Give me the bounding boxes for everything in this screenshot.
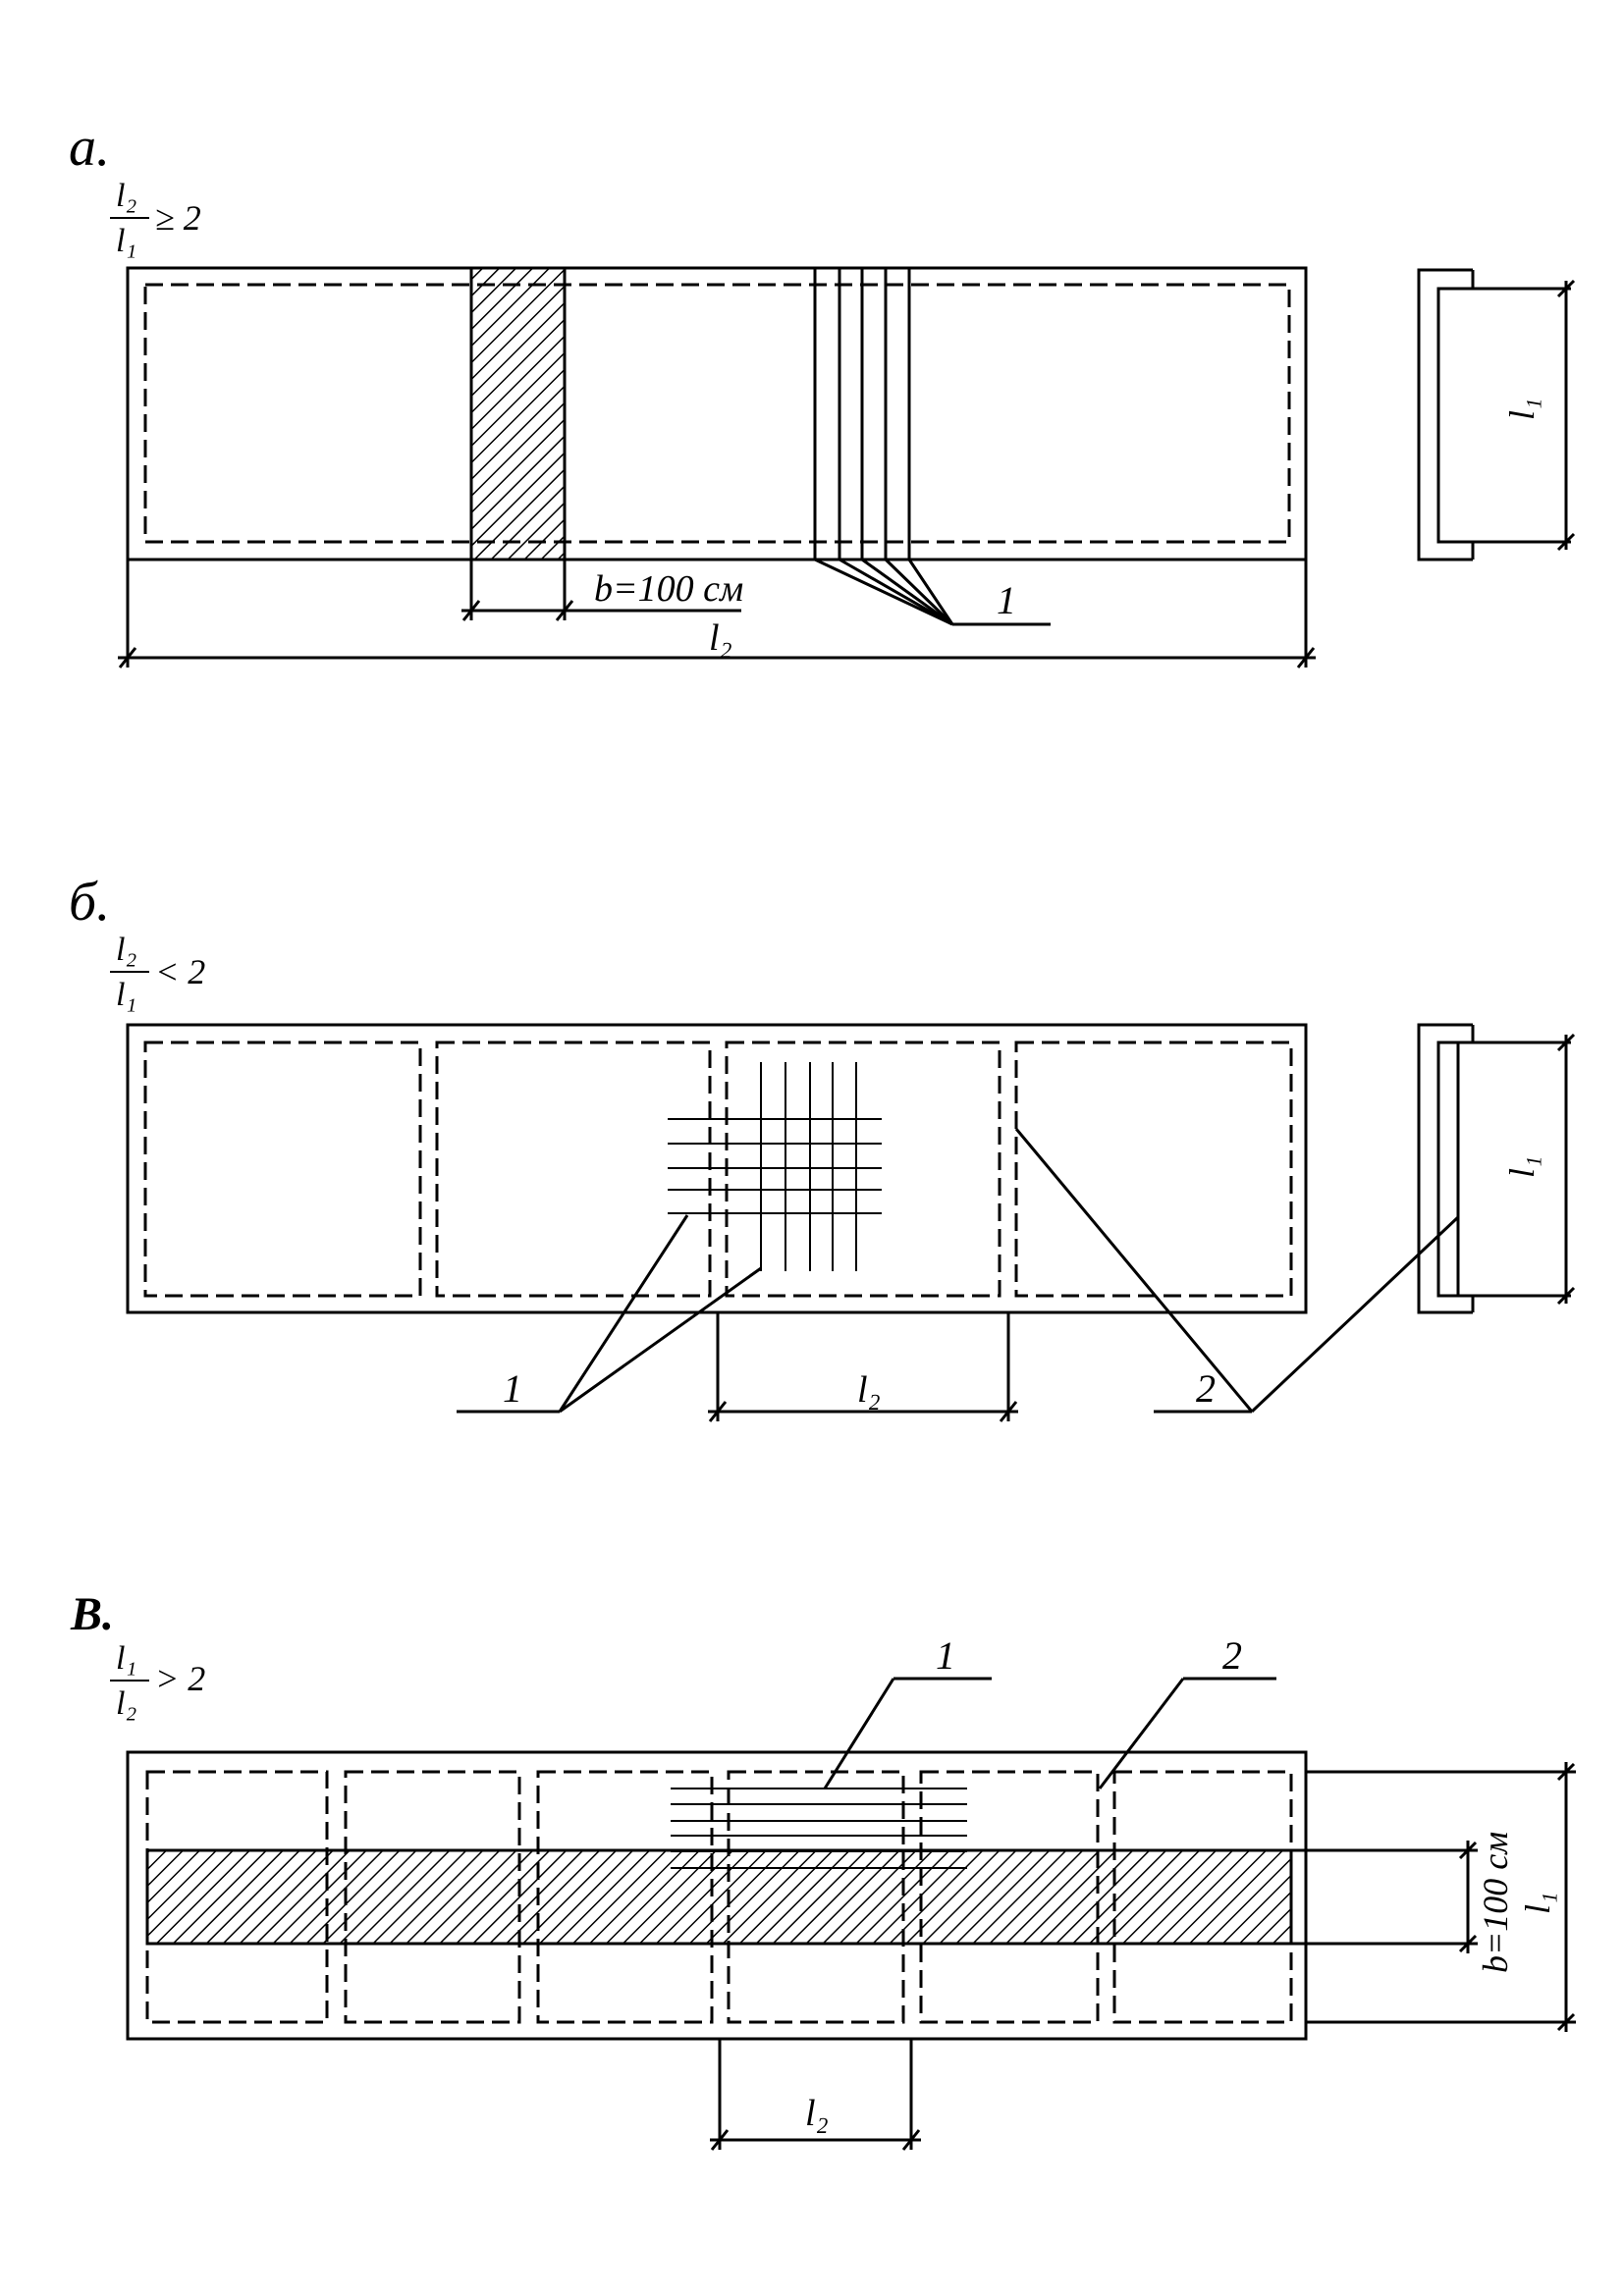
panel-b-callout-2-leaders xyxy=(1014,1128,1460,1414)
panel-c-section-dimension xyxy=(1306,1762,1576,2032)
panel-b-ratio-denominator: l₁ xyxy=(116,977,136,1013)
panel-a-design-strip xyxy=(469,266,567,561)
panel-a-ratio-relation: ≥ 2 xyxy=(155,198,201,238)
panel-b-section-label: l₁ xyxy=(1502,1155,1542,1178)
panel-b-section xyxy=(1417,1023,1576,1314)
panel-c-letter: В. xyxy=(70,1588,114,1640)
panel-a-letter: а. xyxy=(69,117,110,178)
panel-a-span-dimension xyxy=(118,560,1316,668)
panel-a-strip-width-dimension xyxy=(461,560,741,621)
panel-a-slab-outline xyxy=(126,266,1308,561)
panel-c-slab-panels xyxy=(145,1770,1293,2024)
panel-a-strip-width-label: b=100 см xyxy=(594,568,743,610)
panel-a: а. l₂ l₁ ≥ 2 1 xyxy=(69,117,1576,668)
panel-a-reinforcement-bars xyxy=(813,268,911,560)
panel-c-section-label: l₁ xyxy=(1518,1892,1557,1914)
panel-c-callout-2-leaders xyxy=(1098,1677,1276,1789)
panel-a-callout-1: 1 xyxy=(997,578,1016,622)
panel-b-reinforcement-mesh xyxy=(668,1062,882,1271)
panel-a-section-label: l₁ xyxy=(1502,398,1542,420)
panel-c-strip-width-label: b=100 см xyxy=(1476,1832,1515,1973)
panel-b-letter: б. xyxy=(69,872,110,933)
panel-b: б. l₂ l₁ < 2 1 xyxy=(69,872,1576,1422)
panel-c-span-label: l₂ xyxy=(805,2093,829,2134)
panel-c-ratio-denominator: l₂ xyxy=(116,1685,136,1722)
panel-b-ratio-relation: < 2 xyxy=(155,952,205,991)
panel-c-reinforcement-bars xyxy=(671,1788,967,1869)
panel-a-ratio-numerator: l₂ xyxy=(116,178,136,214)
panel-a-span-label: l₂ xyxy=(709,617,732,659)
panel-a-support-line xyxy=(143,283,1291,544)
panel-c-ratio-relation: > 2 xyxy=(155,1659,205,1698)
panel-c-callout-1-leaders xyxy=(823,1677,992,1789)
panel-c-strip-width-dimension xyxy=(1291,1841,1478,1953)
panel-b-callout-2: 2 xyxy=(1196,1366,1216,1411)
panel-c-design-strip xyxy=(145,1848,1293,1946)
panel-a-ratio-denominator: l₁ xyxy=(116,223,136,259)
panel-c-slab-outline xyxy=(126,1750,1308,2041)
panel-b-callout-1-leaders xyxy=(457,1214,762,1414)
panel-a-section xyxy=(1417,268,1576,561)
panel-a-callout-1-leaders xyxy=(814,558,1051,626)
panel-c-callout-1: 1 xyxy=(936,1633,955,1678)
panel-b-callout-1: 1 xyxy=(503,1366,522,1411)
panel-c-ratio-numerator: l₁ xyxy=(116,1640,136,1677)
panel-b-span-dimension xyxy=(708,1312,1018,1422)
panel-c-callout-2: 2 xyxy=(1222,1633,1242,1678)
panel-b-ratio-numerator: l₂ xyxy=(116,932,136,968)
panel-c-span-dimension xyxy=(710,2039,921,2151)
panel-b-span-label: l₂ xyxy=(857,1369,881,1411)
panel-c: В. l₁ l₂ > 2 1 xyxy=(70,1588,1576,2151)
